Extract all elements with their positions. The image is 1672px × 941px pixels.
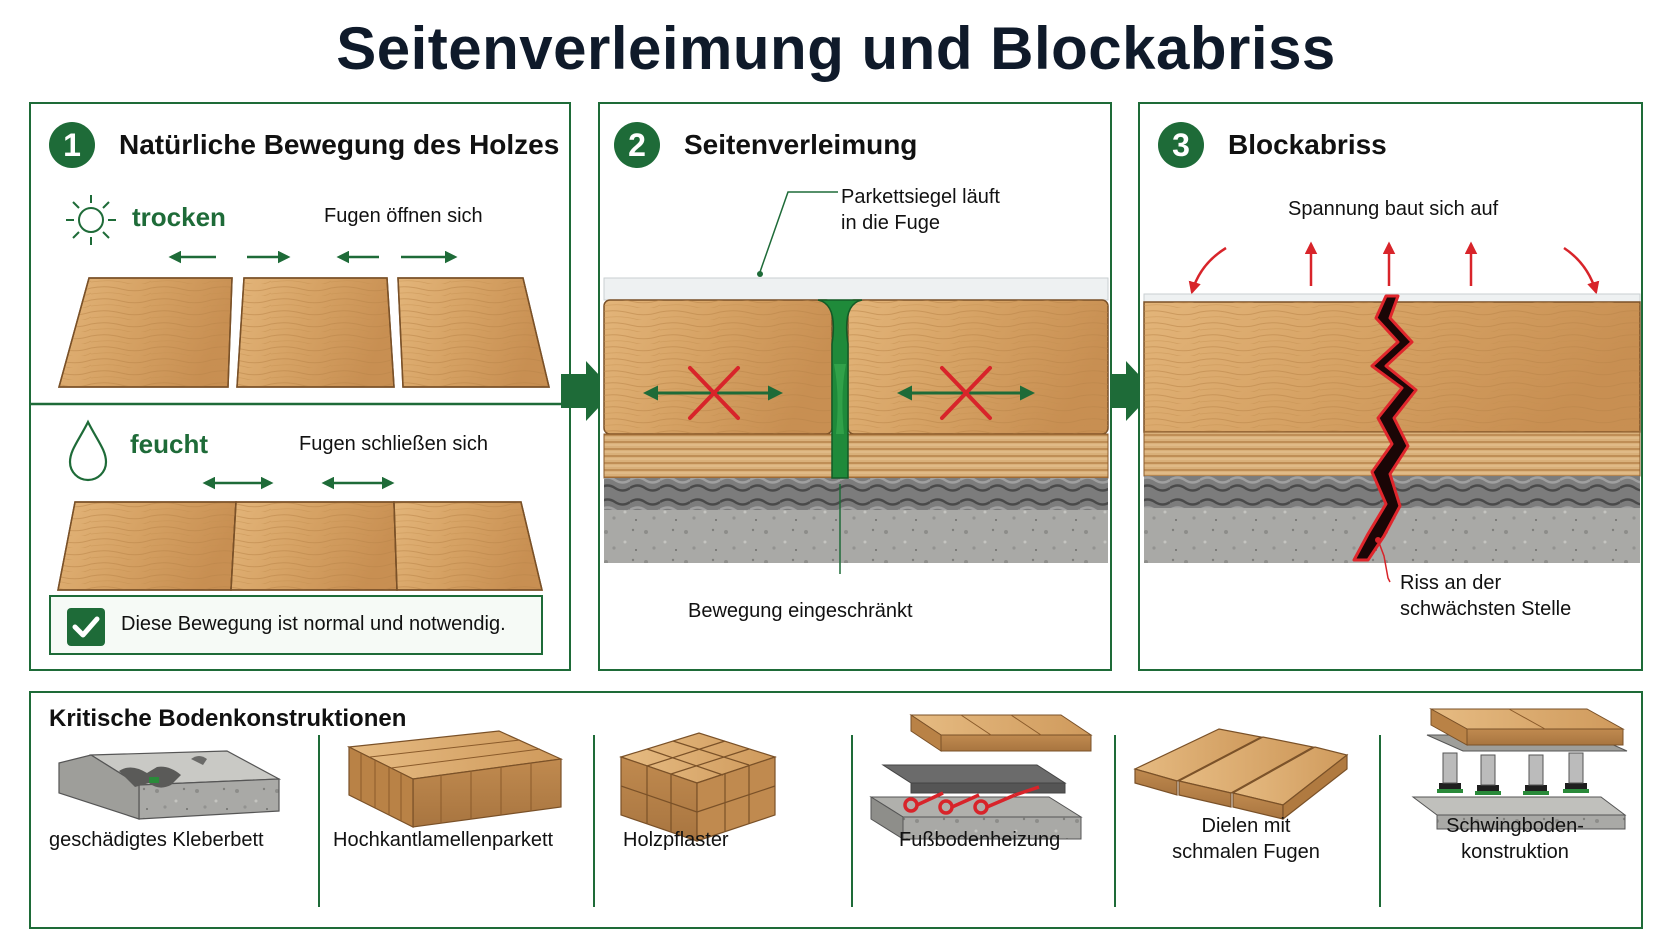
callout-stress: Spannung baut sich auf <box>1288 198 1499 220</box>
callout-crack-line1: Riss an der <box>1400 572 1502 594</box>
divider <box>1379 735 1381 907</box>
panel-title-3: Blockabriss <box>1228 129 1387 160</box>
panel-title-2: Seitenverleimung <box>684 129 918 160</box>
sprung-floor-icon <box>1411 708 1628 830</box>
divider <box>318 735 320 907</box>
item-label-edge-lamella: Hochkantlamellenparkett <box>333 829 554 851</box>
panel-title-1: Natürliche Bewegung des Holzes <box>119 129 560 160</box>
divider <box>851 735 853 907</box>
checkmark-icon <box>67 608 105 646</box>
dry-caption: Fugen öffnen sich <box>324 205 483 227</box>
panel-natural-movement: 1 Natürliche Bewegung des Holzes trocken… <box>29 102 573 671</box>
damaged-adhesive-bed-icon <box>58 750 282 820</box>
step-number-3: 3 <box>1158 122 1204 168</box>
item-label-floor-heating: Fußbodenheizung <box>899 829 1061 851</box>
callout-sealant-line2: in die Fuge <box>841 212 940 234</box>
dry-boards-illustration <box>31 250 573 406</box>
callout-sealant-line1: Parkettsiegel läuft <box>841 186 1000 208</box>
panel-block-tear: 3 Blockabriss Spannung baut sich auf Ris… <box>1138 102 1643 671</box>
planks-narrow-joints-icon <box>1133 728 1349 821</box>
panel-critical-constructions: Kritische Bodenkonstruktionen geschädigt… <box>29 691 1643 929</box>
critical-title: Kritische Bodenkonstruktionen <box>49 705 407 732</box>
step-number-2: 2 <box>614 122 660 168</box>
callout-crack-line2: schwächsten Stelle <box>1400 598 1572 620</box>
divider <box>1114 735 1116 907</box>
sun-icon <box>66 195 116 245</box>
floor-heating-icon <box>869 714 1093 840</box>
divider <box>593 735 595 907</box>
item-label-damaged-bed: geschädigtes Kleberbett <box>49 829 264 851</box>
note-text: Diese Bewegung ist normal und notwendig. <box>121 613 506 635</box>
water-drop-icon <box>68 419 108 482</box>
step-number-1: 1 <box>49 122 95 168</box>
glued-joint-cross-section <box>603 191 1109 574</box>
item-label-sprung-line2: konstruktion <box>1461 841 1569 863</box>
wet-label: feucht <box>130 429 208 459</box>
dry-label: trocken <box>132 202 226 232</box>
item-label-planks-line1: Dielen mit <box>1201 815 1291 837</box>
callout-restricted-movement: Bewegung eingeschränkt <box>688 600 913 622</box>
item-label-planks-line2: schmalen Fugen <box>1172 841 1320 863</box>
crack-cross-section <box>1143 241 1641 583</box>
normal-movement-note: Diese Bewegung ist normal und notwendig. <box>49 595 543 655</box>
wet-caption: Fugen schließen sich <box>299 433 488 455</box>
item-label-wood-paving: Holzpflaster <box>623 829 729 851</box>
wet-boards-illustration <box>57 476 543 591</box>
panel-edge-gluing: 2 Seitenverleimung Parkettsiegel läuft i… <box>598 102 1112 671</box>
item-label-sprung-line1: Schwingboden- <box>1446 815 1584 837</box>
page-title: Seitenverleimung und Blockabriss <box>336 15 1336 82</box>
wood-block-paving-icon <box>619 732 777 842</box>
edge-lamella-parquet-icon <box>346 730 564 828</box>
